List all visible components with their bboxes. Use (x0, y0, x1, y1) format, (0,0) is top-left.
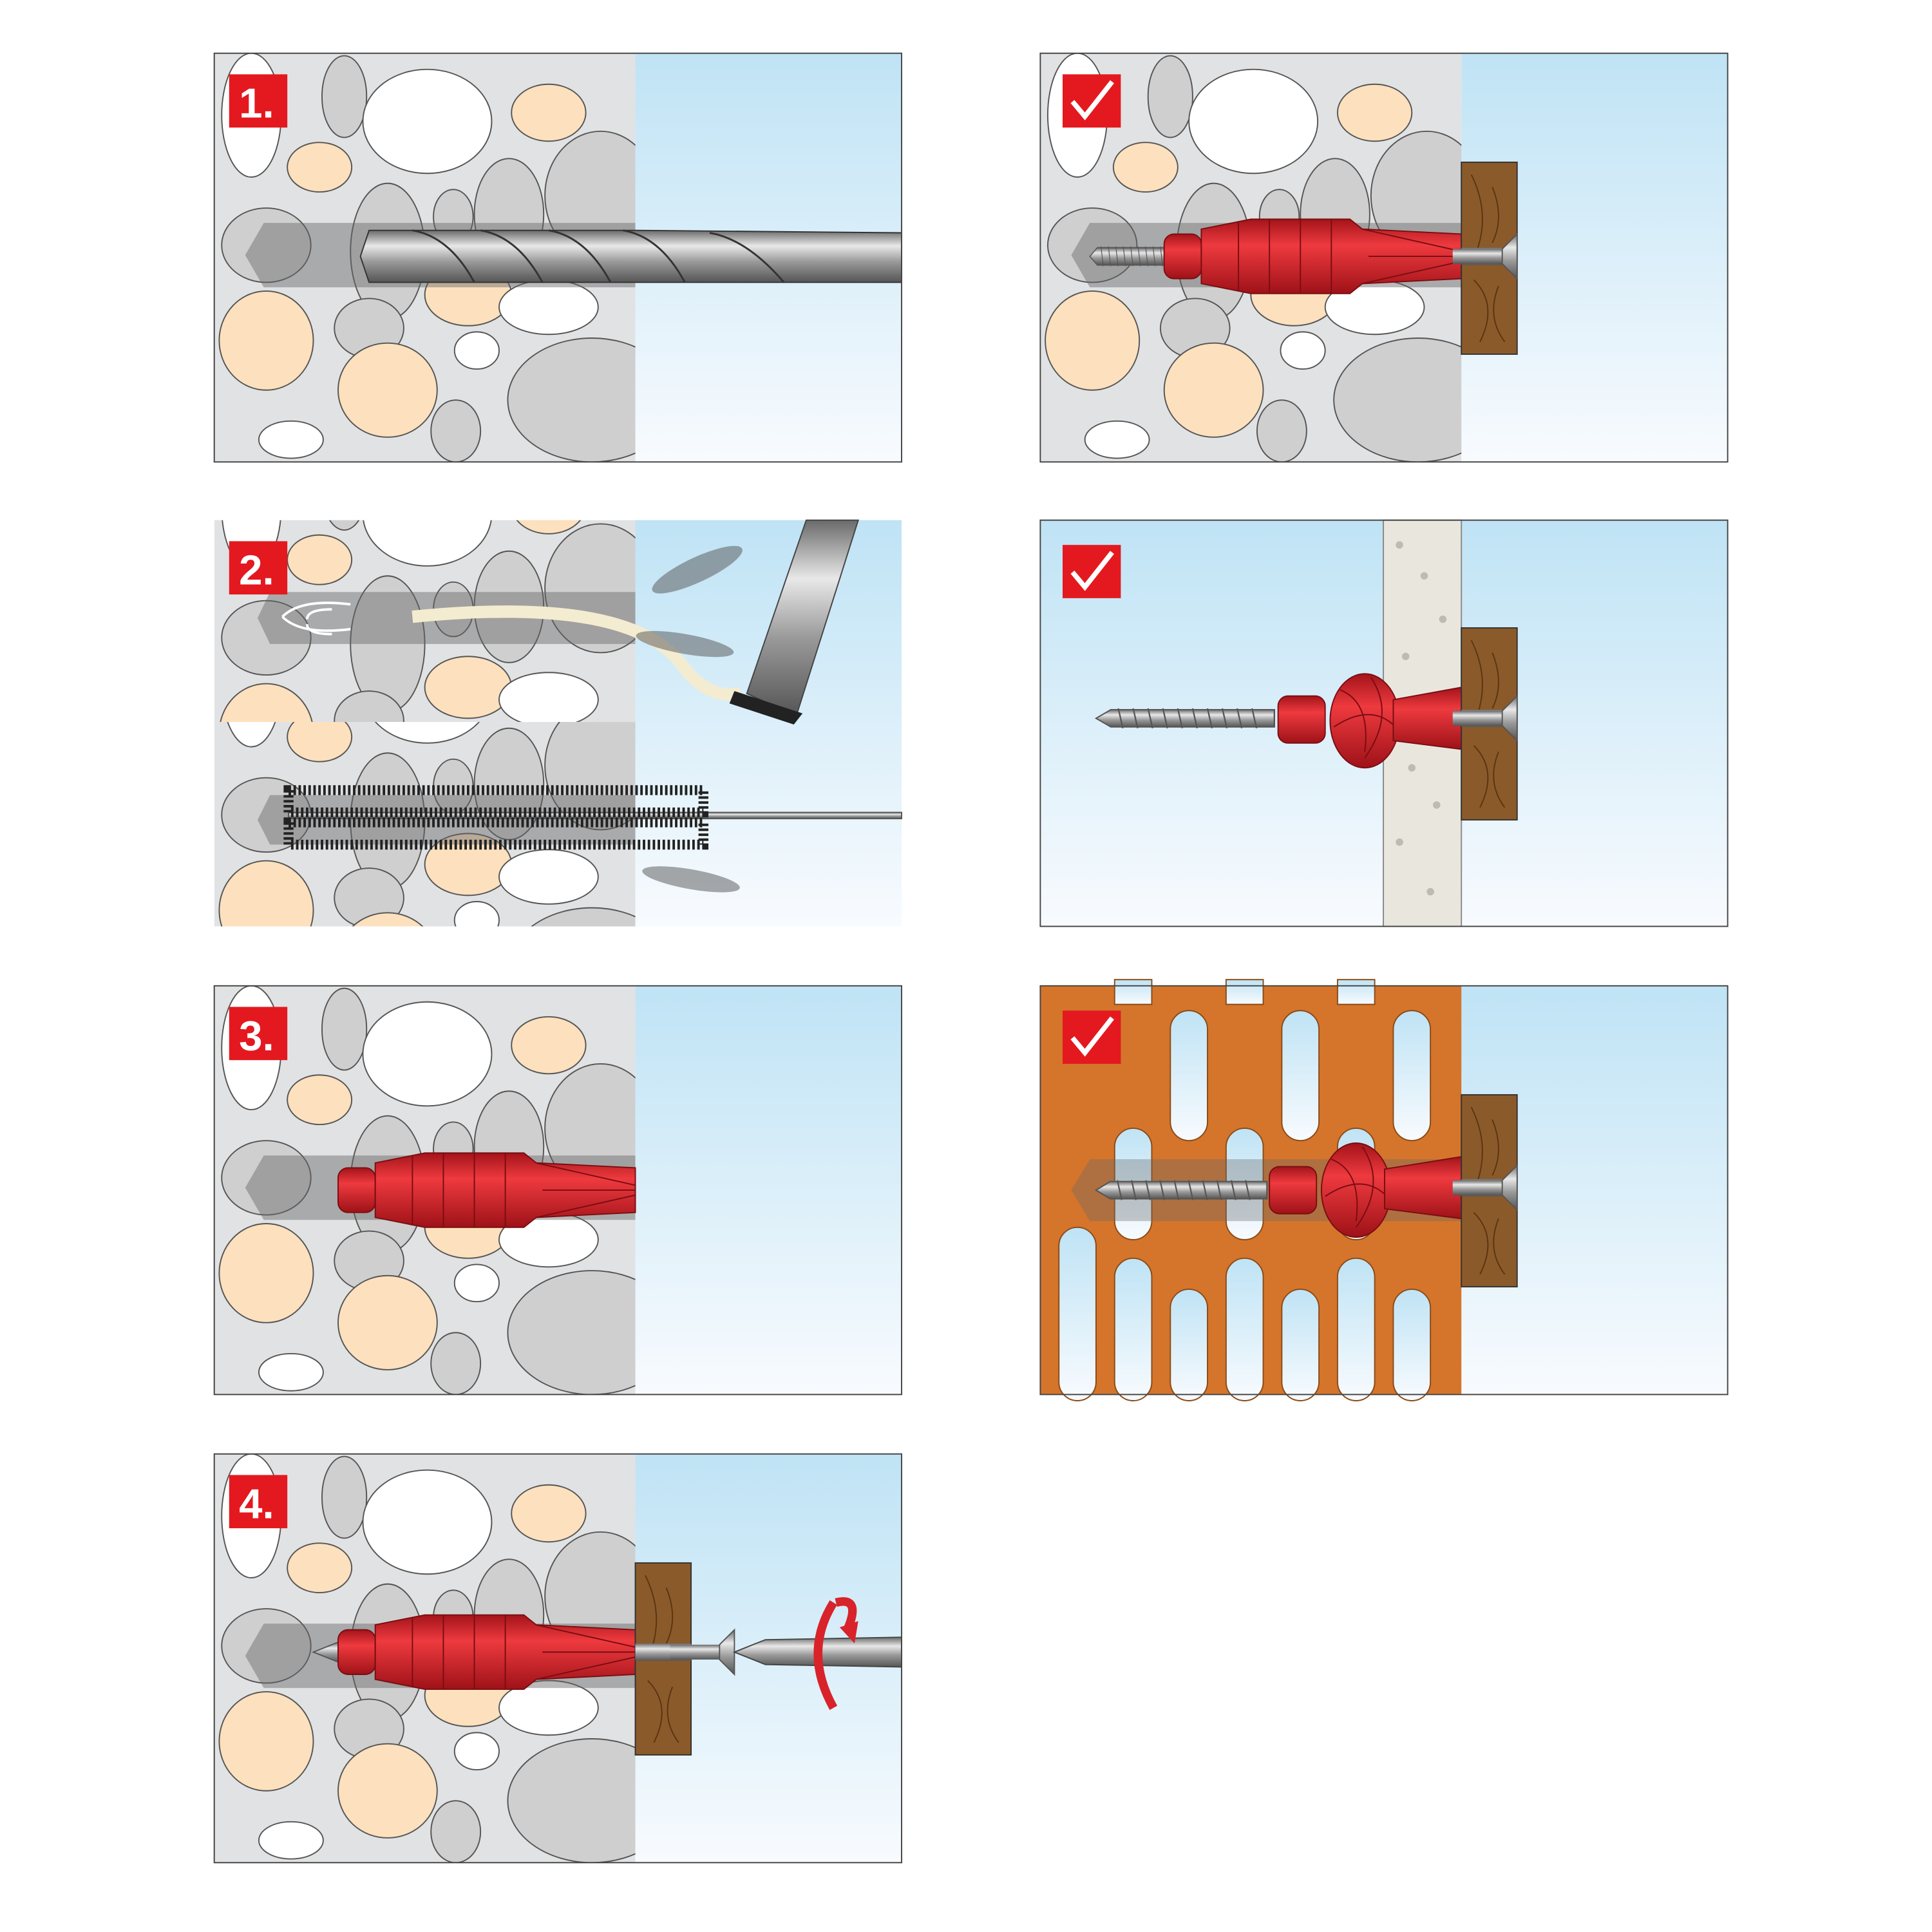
screw (1095, 707, 1276, 729)
cleaning-brush (283, 785, 902, 850)
step-number: 1. (239, 80, 274, 127)
dust (636, 545, 743, 893)
step-number: 3. (239, 1012, 274, 1059)
result-concrete-panel (1039, 53, 1728, 463)
step-number: 2. (239, 547, 274, 594)
anchor-knot (1329, 673, 1401, 769)
step-number: 4. (239, 1481, 274, 1528)
step-2-panel: 2. (214, 519, 902, 927)
step-4-panel: 4. (213, 1453, 902, 1864)
result-brick-panel (1039, 979, 1728, 1401)
result-board-panel (1039, 519, 1728, 927)
airflow-arrows (281, 601, 351, 636)
step-badge (229, 1475, 288, 1529)
step-badge (229, 74, 288, 128)
checkmark-icon (1063, 1010, 1121, 1064)
step-badge (229, 541, 288, 595)
step-3-panel: 3. (213, 985, 902, 1396)
step-1-panel: 1. (213, 53, 902, 463)
checkmark-icon (1063, 74, 1121, 128)
step-badge (229, 1007, 288, 1061)
anchor-knot (1320, 1142, 1392, 1238)
drill-bit (359, 229, 902, 283)
screw (1095, 1179, 1268, 1201)
rotation-arrow-icon (813, 1597, 858, 1710)
checkmark-icon (1063, 545, 1121, 598)
